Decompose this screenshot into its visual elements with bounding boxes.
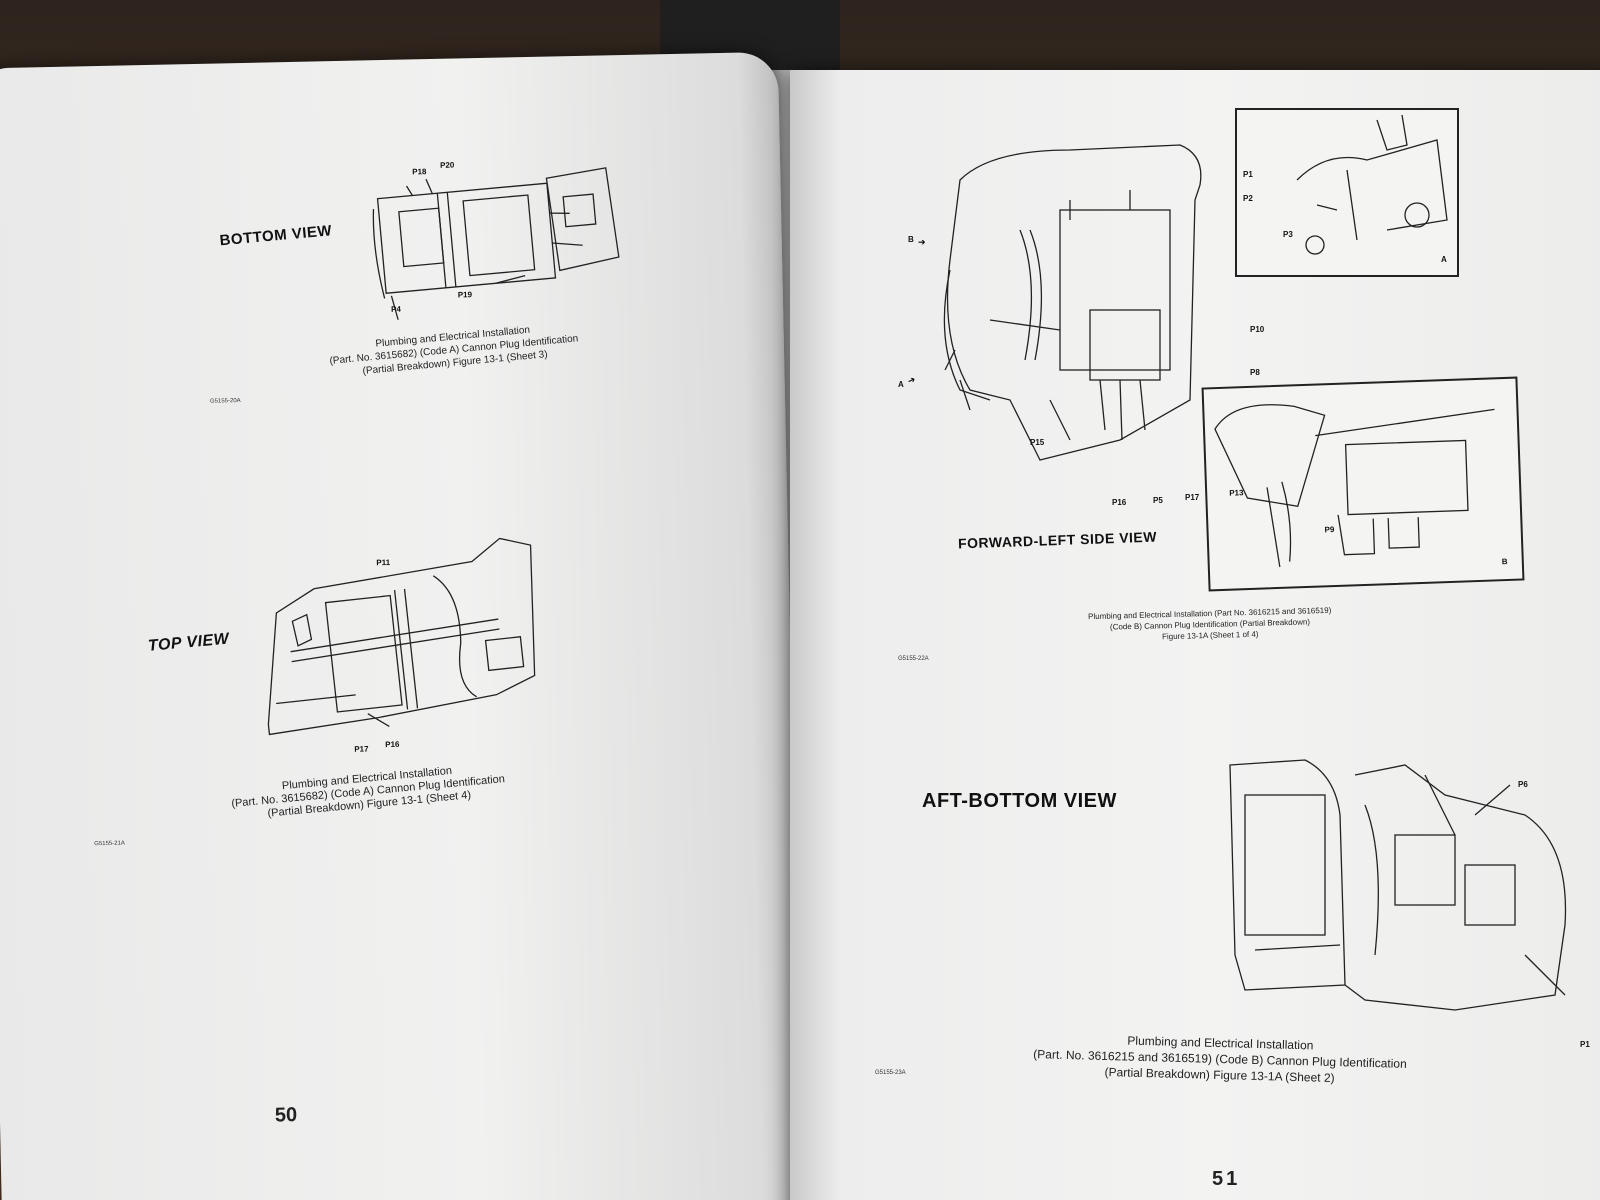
plug-label: P6 [1518, 780, 1528, 789]
aft-view-drawing [1229, 759, 1567, 1011]
plug-label: P19 [457, 290, 473, 300]
plug-label: P5 [1153, 496, 1163, 505]
plug-label: P10 [1250, 325, 1265, 334]
plug-label: P3 [1283, 230, 1293, 239]
top-view-drawing [267, 537, 536, 736]
inset-a-drawing [1296, 114, 1448, 255]
plug-label: P9 [1324, 525, 1335, 535]
aft-view-title: AFT-BOTTOM VIEW [922, 790, 1117, 812]
figure-code: G5155-22A [898, 656, 929, 662]
plug-label: P11 [376, 557, 391, 568]
aft-view-caption: Plumbing and Electrical Installation (Pa… [949, 1028, 1490, 1090]
plug-label: P17 [1185, 493, 1200, 502]
inset-letter: B [1501, 557, 1508, 567]
detail-inset-a: P1 P2 P3 A [1235, 108, 1459, 277]
right-page: P10 P8 P15 P16 P5 P17 B ➔ A ➔ P1 P2 P3 A [790, 70, 1600, 1200]
plug-label: P2 [1243, 194, 1253, 203]
plug-label: P1 [1580, 1040, 1590, 1049]
arrow-right-icon: ➔ [918, 237, 926, 247]
page-number: 50 [274, 1104, 298, 1127]
plug-label: P8 [1250, 368, 1260, 377]
plug-label: P13 [1229, 488, 1244, 498]
page-number: 51 [1212, 1168, 1241, 1190]
callout-arrow-label: B [908, 235, 914, 244]
bottom-view-caption: Plumbing and Electrical Installation (Pa… [303, 317, 605, 383]
plug-label: P15 [1030, 438, 1045, 447]
plug-label: P4 [390, 304, 401, 314]
plug-label: P16 [385, 739, 400, 750]
forward-view-drawing [943, 144, 1202, 461]
forward-view-caption: Plumbing and Electrical Installation (Pa… [1020, 603, 1401, 646]
top-view-title: TOP VIEW [147, 630, 230, 655]
bottom-view-drawing [372, 167, 620, 321]
arrow-right-icon: ➔ [906, 373, 918, 387]
forward-view-title: FORWARD-LEFT SIDE VIEW [957, 528, 1158, 552]
plug-label: P1 [1243, 170, 1253, 179]
plug-label: P18 [412, 167, 427, 177]
left-page: BOTTOM VIEW P18 P20 P19 P4 Plumbing and … [0, 51, 803, 1200]
figure-code: G5155-20A [209, 398, 241, 405]
plug-label: P16 [1112, 498, 1127, 507]
top-view-caption: Plumbing and Electrical Installation (Pa… [202, 758, 534, 827]
plug-label: P17 [354, 744, 369, 754]
plug-label: P20 [439, 160, 455, 170]
bottom-view-title: BOTTOM VIEW [218, 222, 333, 250]
callout-arrow-label: A [898, 380, 904, 389]
detail-inset-b: P13 P9 B [1201, 376, 1525, 592]
inset-letter: A [1441, 255, 1447, 264]
figure-code: G5155-23A [875, 1070, 906, 1076]
inset-b-drawing [1214, 404, 1495, 568]
figure-code: G5155-21A [94, 840, 125, 848]
